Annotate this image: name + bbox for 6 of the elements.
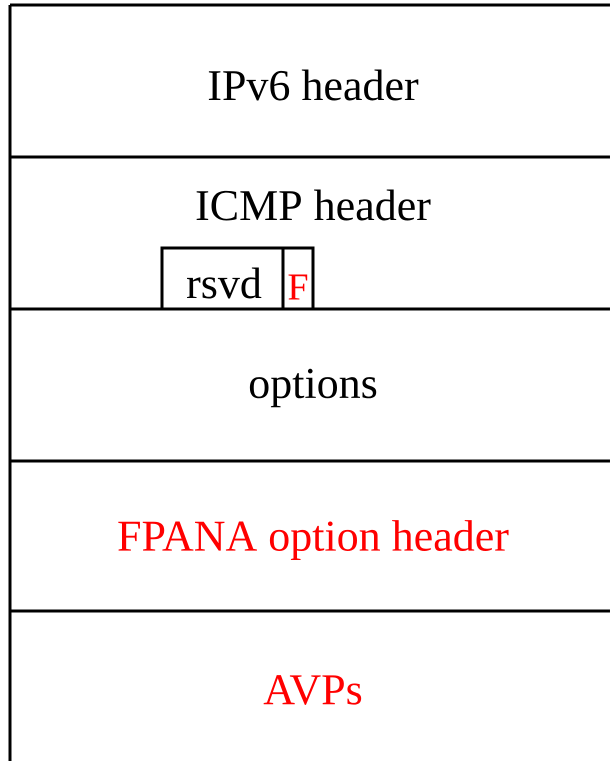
header-band: FPANA option header (8, 460, 610, 612)
field-box: F (282, 246, 314, 310)
header-band: IPv6 header (8, 4, 610, 158)
field-box: rsvd (160, 246, 284, 310)
header-band: options (8, 308, 610, 462)
header-band: AVPs (8, 610, 610, 761)
